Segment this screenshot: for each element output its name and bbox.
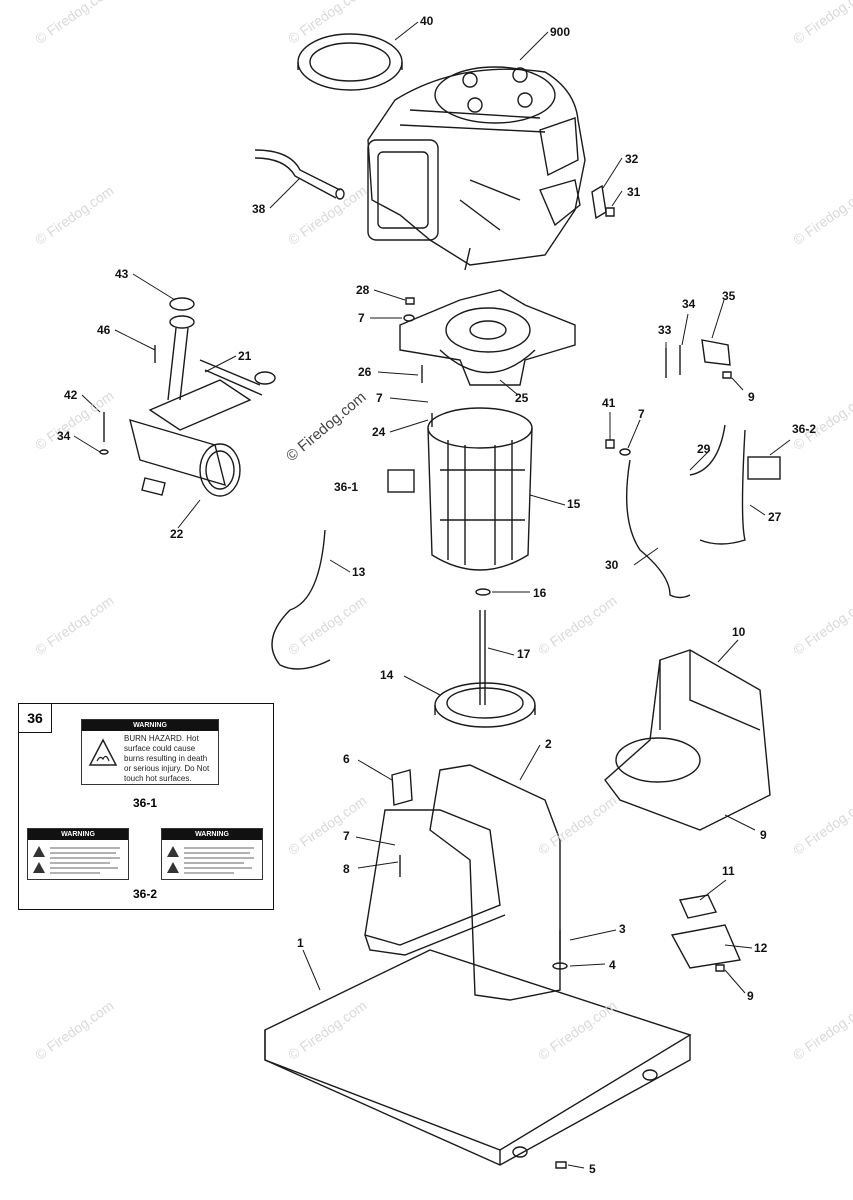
part-40-gasket-ring	[297, 33, 403, 91]
callout-24: 24	[372, 425, 386, 439]
callout-25: 25	[515, 391, 529, 405]
part-17-rod	[479, 610, 486, 705]
kit-number: 36	[19, 704, 52, 733]
part-41-clip	[605, 439, 615, 449]
callout-1: 1	[297, 936, 304, 950]
callout-21: 21	[238, 349, 252, 363]
callout-26: 26	[358, 365, 372, 379]
callout-32: 32	[625, 152, 639, 166]
callout-34: 34	[57, 429, 71, 443]
decal-36-2-right: WARNING	[161, 828, 263, 880]
callout-36-2: 36-2	[792, 422, 817, 436]
callout-28: 28	[356, 283, 370, 297]
part-13-wire	[271, 529, 331, 670]
part-9-nut-b	[715, 964, 725, 972]
part-36-1-decal	[387, 469, 415, 493]
callout-10: 10	[732, 625, 746, 639]
part-31-clip	[605, 207, 615, 217]
callout-15: 15	[567, 497, 581, 511]
part-15-alternator	[427, 407, 533, 571]
part-38-hose	[254, 149, 345, 200]
part-7-washer	[403, 314, 415, 322]
callout-27: 27	[768, 510, 782, 524]
callout-900: 900	[550, 25, 571, 39]
part-6-bumper	[391, 769, 413, 806]
callout-22: 22	[170, 527, 184, 541]
decal-fine-print	[184, 847, 254, 874]
callout-35: 35	[722, 289, 736, 303]
part-35-switch	[701, 339, 731, 366]
callout-31: 31	[627, 185, 641, 199]
decal-fine-print	[50, 847, 120, 874]
callout-40: 40	[420, 14, 434, 28]
part-900-engine	[367, 66, 586, 271]
part-12-bracket	[670, 924, 741, 969]
part-34-washer	[99, 449, 109, 455]
part-30-wire	[626, 459, 691, 599]
callout-12: 12	[754, 941, 768, 955]
callout-3: 3	[619, 922, 626, 936]
callout-42: 42	[64, 388, 78, 402]
part-28-nut	[405, 297, 415, 305]
decal-36-2-left: WARNING	[27, 828, 129, 880]
part-14-ring	[434, 682, 536, 728]
decal-warning-header: WARNING	[82, 720, 218, 731]
decal-36-2-label: 36-2	[133, 887, 158, 901]
part-7-washer-b	[619, 448, 631, 456]
callout-36-1: 36-1	[334, 480, 359, 494]
part-29-wire	[689, 424, 726, 476]
part-2-frame	[364, 764, 561, 1001]
callout-5: 5	[589, 1162, 596, 1176]
callout-33: 33	[658, 323, 672, 337]
callout-11: 11	[722, 864, 735, 878]
part-25-adapter-plate	[399, 289, 576, 386]
callout-7: 7	[638, 407, 645, 421]
callout-8: 8	[343, 862, 350, 876]
callout-29: 29	[697, 442, 711, 456]
part-11-pad	[678, 894, 718, 919]
part-27-harness	[699, 429, 746, 545]
part-22-muffler	[129, 418, 241, 497]
callout-34: 34	[682, 297, 696, 311]
callout-7: 7	[376, 391, 383, 405]
callout-30: 30	[605, 558, 619, 572]
part-10-shroud	[604, 649, 771, 831]
part-32-bracket	[591, 184, 607, 220]
decal-warning-header: WARNING	[162, 829, 262, 840]
part-16-washer	[475, 588, 491, 596]
callout-43: 43	[115, 267, 129, 281]
part-4-washer	[552, 962, 568, 970]
callout-4: 4	[609, 958, 616, 972]
decal-warning-header: WARNING	[28, 829, 128, 840]
callout-46: 46	[97, 323, 111, 337]
callout-7: 7	[343, 829, 350, 843]
callout-2: 2	[545, 737, 552, 751]
callout-6: 6	[343, 752, 350, 766]
decal-36-1: WARNING BURN HAZARD. Hot surface could c…	[81, 719, 219, 785]
callout-9: 9	[748, 390, 755, 404]
part-36-2-decal	[747, 456, 781, 480]
callout-16: 16	[533, 586, 547, 600]
callout-17: 17	[517, 647, 531, 661]
callout-13: 13	[352, 565, 366, 579]
decal-warning-text: BURN HAZARD. Hot surface could cause bur…	[124, 734, 210, 783]
decal-kit-box: 36 WARNING BURN HAZARD. Hot surface coul…	[18, 703, 274, 910]
callout-38: 38	[252, 202, 266, 216]
part-21-exhaust-pipe	[148, 297, 276, 431]
callout-9: 9	[760, 828, 767, 842]
callout-9: 9	[747, 989, 754, 1003]
burn-hazard-icon	[88, 738, 118, 766]
warning-triangle-icon	[33, 846, 45, 873]
warning-triangle-icon	[167, 846, 179, 873]
part-5-nut	[555, 1161, 567, 1169]
part-9-nut	[722, 371, 732, 379]
callout-7: 7	[358, 311, 365, 325]
decal-36-1-label: 36-1	[133, 796, 158, 810]
part-1-base-plate	[264, 949, 692, 1166]
callout-41: 41	[602, 396, 616, 410]
callout-14: 14	[380, 668, 394, 682]
